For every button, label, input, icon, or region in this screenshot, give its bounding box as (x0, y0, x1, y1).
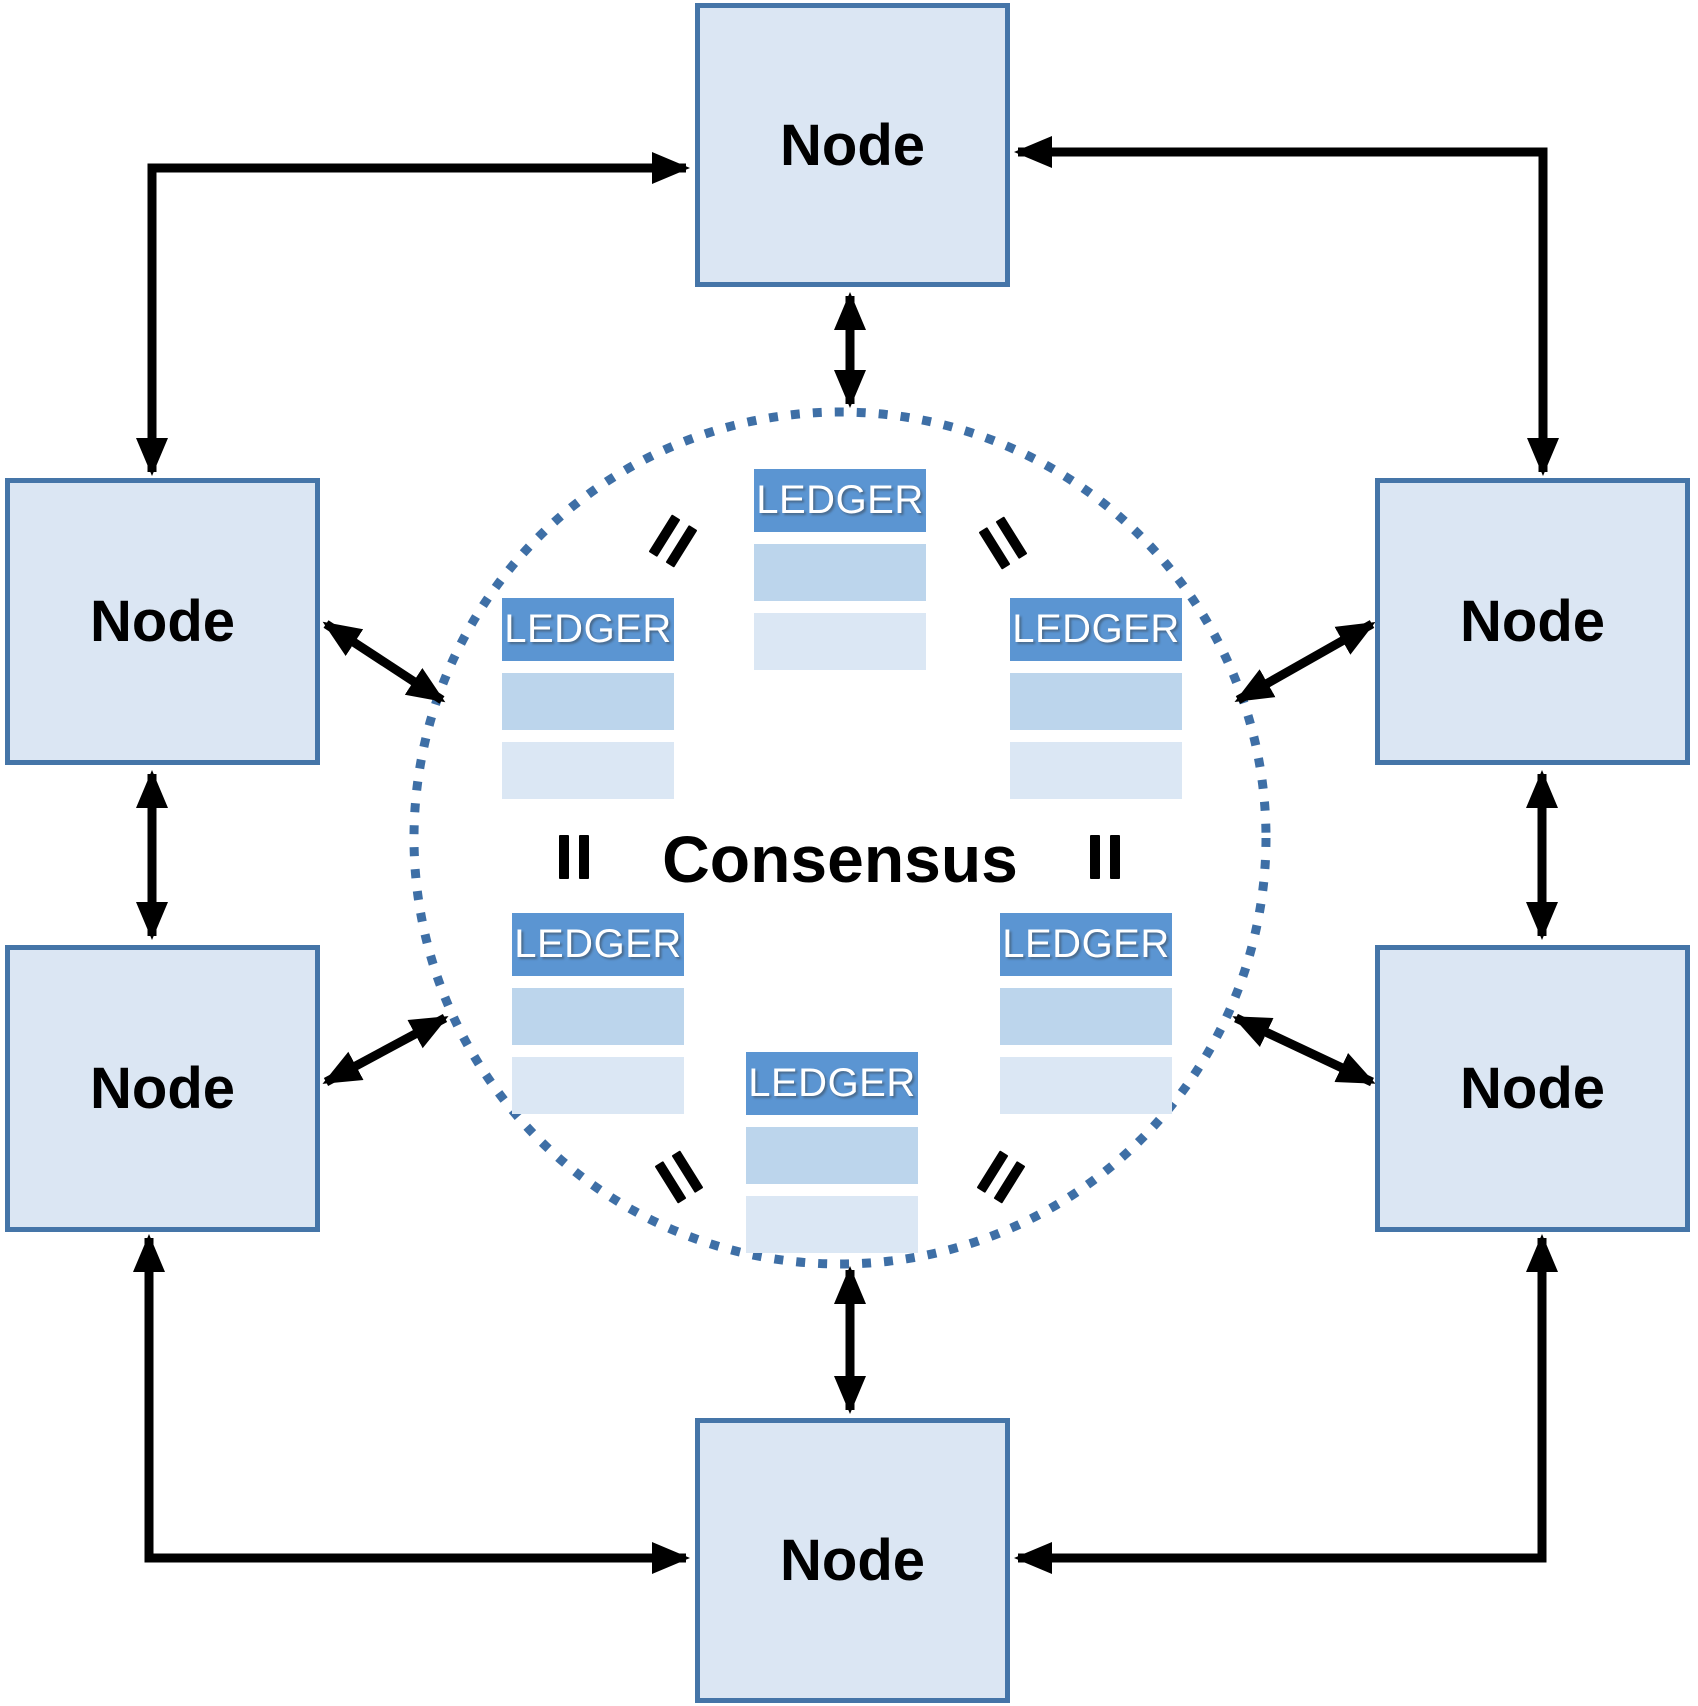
ledger-row (746, 1196, 918, 1253)
consensus-dotted-circle-icon (409, 407, 1271, 1269)
arrow-topright-corner (1014, 136, 1559, 476)
ledger-row (754, 544, 926, 601)
consensus-title: Consensus (662, 822, 1018, 896)
ledger-row (502, 742, 674, 799)
ledger-header: LEDGER (512, 913, 684, 976)
ledger-row (1010, 673, 1182, 730)
equals-icon (1090, 835, 1120, 879)
node-label: Node (1460, 589, 1605, 654)
ledger-row (746, 1127, 918, 1184)
ledger-header: LEDGER (746, 1052, 918, 1115)
ledger-header: LEDGER (1010, 598, 1182, 661)
node-box-right-upper: Node (1375, 478, 1690, 765)
ledger-row (512, 1057, 684, 1114)
node-box-left-lower: Node (5, 945, 320, 1232)
ledger-header: LEDGER (1000, 913, 1172, 976)
ledger-block-lower-left: LEDGER (512, 913, 684, 1114)
equals-bar (559, 835, 569, 879)
equals-icon (559, 835, 589, 879)
node-label: Node (90, 1056, 235, 1121)
node-box-top: Node (695, 3, 1010, 287)
node-label: Node (780, 112, 925, 178)
node-label: Node (1460, 1056, 1605, 1121)
ledger-row (754, 613, 926, 670)
node-box-left-upper: Node (5, 478, 320, 765)
ledger-block-lower-right: LEDGER (1000, 913, 1172, 1114)
ledger-header: LEDGER (754, 469, 926, 532)
ledger-row (512, 988, 684, 1045)
ledger-block-top-center: LEDGER (754, 469, 926, 670)
arrow-leftlower-node-to-circle (322, 1014, 449, 1086)
node-label: Node (780, 1528, 925, 1593)
ledger-row (1010, 742, 1182, 799)
ledger-block-upper-left: LEDGER (502, 598, 674, 799)
node-box-right-lower: Node (1375, 945, 1690, 1232)
ledger-block-upper-right: LEDGER (1010, 598, 1182, 799)
node-label: Node (90, 589, 235, 654)
equals-bar (1110, 835, 1120, 879)
ledger-header: LEDGER (502, 598, 674, 661)
ledger-row (1000, 988, 1172, 1045)
arrow-leftupper-node-to-circle (322, 620, 446, 704)
ledger-row (1000, 1057, 1172, 1114)
ledger-block-bottom-center: LEDGER (746, 1052, 918, 1253)
arrow-topleft-corner (136, 152, 690, 476)
node-box-bottom: Node (695, 1418, 1010, 1703)
equals-bar (1090, 835, 1100, 879)
arrow-bottomright-corner (1014, 1234, 1558, 1574)
equals-bar (579, 835, 589, 879)
arrow-bottomleft-corner (133, 1234, 690, 1574)
arrow-rightupper-node-to-circle (1234, 620, 1376, 704)
arrow-rightlower-node-to-circle (1232, 1013, 1376, 1087)
ledger-row (502, 673, 674, 730)
